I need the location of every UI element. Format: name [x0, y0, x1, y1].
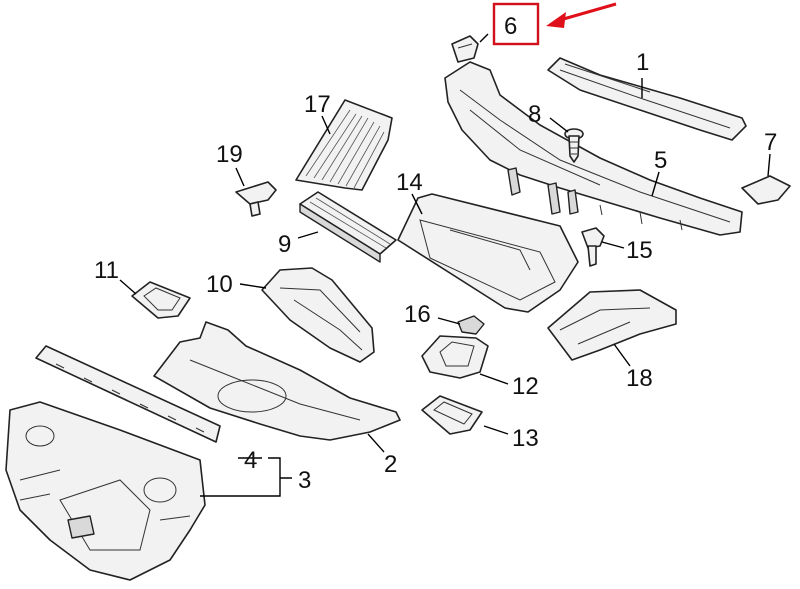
part-3-bulkhead	[5, 401, 206, 581]
callout-11: 11	[94, 257, 119, 284]
part-6-clip	[451, 35, 479, 63]
part-4-strip	[35, 345, 221, 443]
callout-5: 5	[654, 147, 667, 174]
callout-8: 8	[528, 101, 541, 128]
part-1-cowl-cover	[547, 57, 747, 141]
callout-12: 12	[512, 373, 539, 400]
part-9-filter	[299, 191, 397, 263]
part-10-housing	[261, 267, 375, 363]
part-15-plug	[581, 227, 605, 267]
part-7-bracket	[741, 175, 791, 205]
callout-10: 10	[206, 271, 233, 298]
callout-9: 9	[278, 231, 291, 258]
part-5-cowl-panel	[444, 61, 743, 236]
callout-14: 14	[396, 169, 423, 196]
callout-labels: 1 2 3 4 5 6 7 8 9 10 11 12 13 14 15 16 1…	[94, 13, 777, 494]
part-8-screw	[564, 128, 584, 163]
part-13-panel	[421, 395, 483, 435]
part-12-frame	[421, 335, 489, 379]
highlight-callout-6	[492, 2, 617, 46]
callout-19: 19	[216, 141, 243, 168]
highlight-arrow-line	[559, 2, 617, 22]
callout-2: 2	[384, 451, 397, 478]
part-18-side-trim	[547, 289, 677, 361]
callout-1: 1	[636, 49, 649, 76]
part-14-panel	[397, 193, 579, 313]
callout-4: 4	[244, 447, 257, 474]
callout-16: 16	[404, 301, 431, 328]
highlight-arrow-head	[546, 12, 566, 28]
callout-3: 3	[298, 467, 311, 494]
part-16-clip	[457, 315, 485, 335]
part-2-insulator	[153, 321, 401, 441]
callout-7: 7	[764, 129, 777, 156]
callout-18: 18	[626, 365, 653, 392]
part-17-filter-housing	[295, 99, 393, 191]
leader-lines	[119, 33, 771, 497]
callout-17: 17	[304, 91, 331, 118]
callout-6: 6	[504, 13, 517, 40]
callout-15: 15	[626, 237, 653, 264]
part-11-panel	[131, 281, 191, 319]
callout-13: 13	[512, 425, 539, 452]
highlight-box	[492, 2, 540, 46]
part-19-bracket	[235, 181, 277, 217]
